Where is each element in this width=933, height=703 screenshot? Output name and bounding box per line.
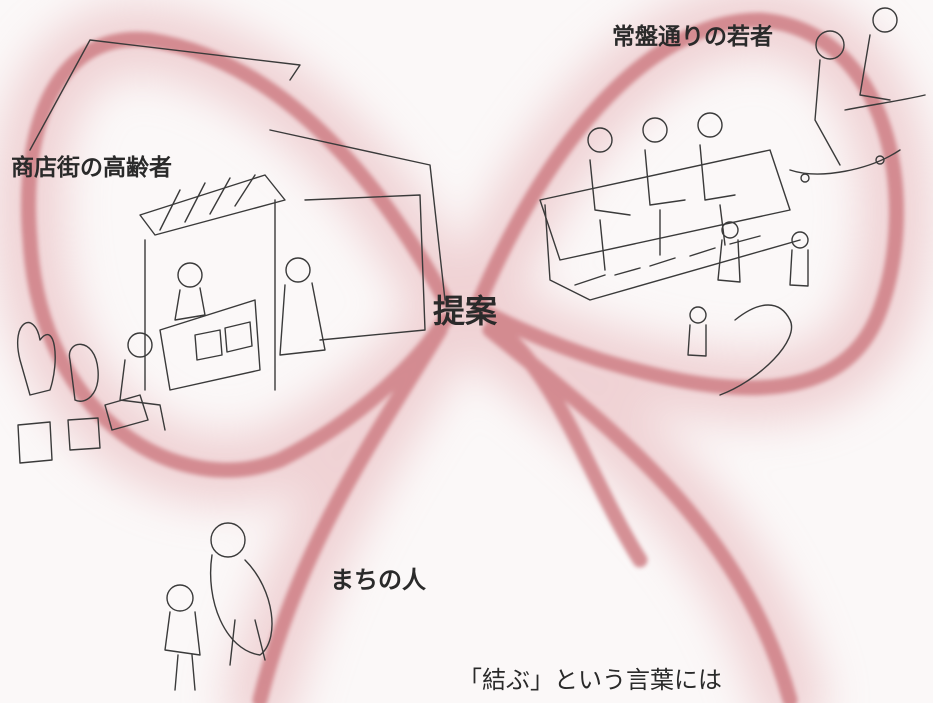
town-people-drawing [164,522,273,691]
label-proposal: 提案 [433,292,498,330]
label-tokiwa-street-youth: 常盤通りの若者 [612,24,773,50]
youth-cafe-drawing [539,7,926,396]
shopping-street-drawing [17,39,446,464]
label-town-people: まちの人 [330,566,426,594]
caption-text: 「結ぶ」という言葉には [458,666,722,694]
label-shopping-street-elderly: 商店街の高齢者 [11,155,172,181]
